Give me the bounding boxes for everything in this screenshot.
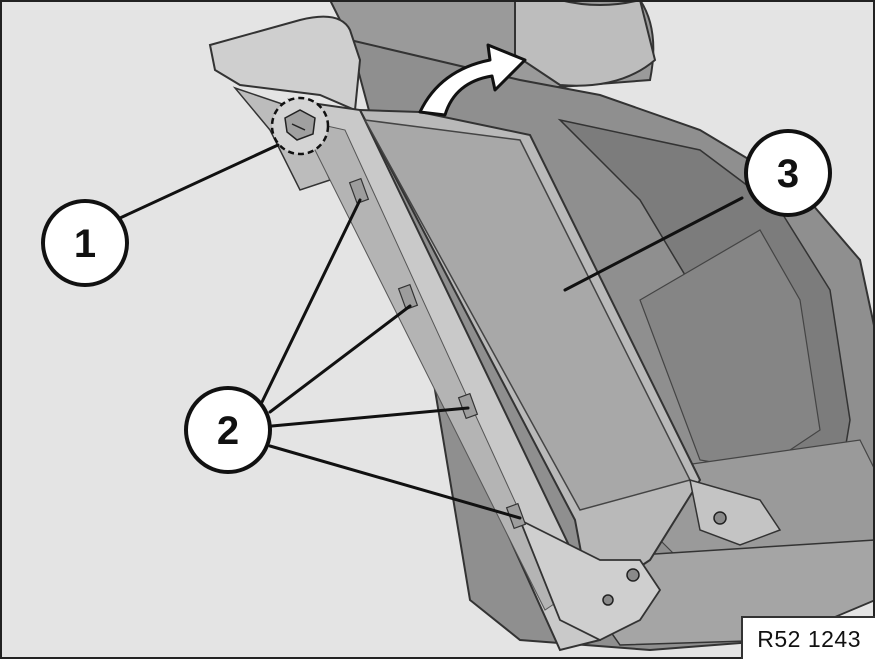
leader-line-2d <box>268 444 522 520</box>
leader-line-2c <box>270 406 470 428</box>
callout-2-label: 2 <box>217 409 239 453</box>
lower-corner-hardware <box>518 478 782 642</box>
callout-1-label: 1 <box>74 222 96 266</box>
fastener-highlight <box>270 96 330 156</box>
removal-direction-arrow <box>418 43 527 117</box>
callout-2-circle <box>184 386 272 474</box>
leader-lines <box>118 143 744 520</box>
leader-line-2a <box>260 198 362 404</box>
callout-1-circle <box>41 199 129 287</box>
callout-3: 3 <box>744 129 832 217</box>
callout-1: 1 <box>41 199 129 287</box>
rear-panel-board <box>358 108 702 602</box>
callout-3-label: 3 <box>777 152 799 196</box>
reference-code: R52 1243 <box>741 616 875 659</box>
leader-line-1 <box>118 143 280 220</box>
callout-3-circle <box>744 129 832 217</box>
callout-2: 2 <box>184 386 272 474</box>
leader-line-3 <box>563 196 744 292</box>
leader-line-2b <box>268 304 412 414</box>
